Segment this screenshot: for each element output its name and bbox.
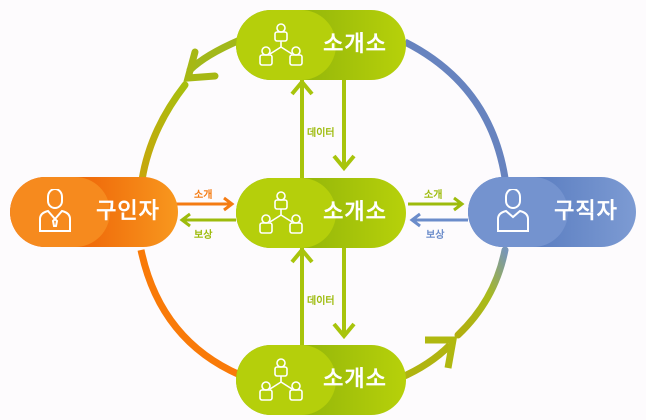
cycle-arc-left-upper: [138, 81, 189, 184]
cycle-arc-bottom-right: [398, 342, 453, 382]
node-label: 구인자: [96, 199, 160, 224]
cycle-arrowhead-bottom-right: [425, 336, 458, 369]
person-icon: [497, 189, 529, 232]
node-label: 소개소: [323, 200, 387, 225]
edge-label-introduce-right: 소개: [424, 190, 443, 201]
node-employer: 구인자: [10, 177, 178, 247]
cycle-arrowhead-top-left: [183, 48, 219, 82]
node-label: 구직자: [554, 199, 618, 224]
edge-label-data-top: 데이터: [307, 128, 335, 139]
edge-label-data-bottom: 데이터: [307, 296, 335, 307]
cycle-arc-right-lower: [454, 246, 509, 339]
network-people-icon: [259, 23, 303, 66]
node-broker-center: 소개소: [236, 178, 406, 248]
cycle-arc-bottom-left: [137, 249, 242, 379]
arrows-center-seeker: [408, 196, 468, 228]
network-people-icon: [259, 358, 303, 401]
edge-label-introduce-left: 소개: [194, 190, 213, 201]
node-label: 소개소: [323, 367, 387, 392]
node-broker-top: 소개소: [236, 10, 406, 80]
node-job-seeker: 구직자: [468, 177, 636, 247]
arrows-employer-center: [176, 196, 236, 228]
edge-label-reward-left: 보상: [194, 230, 213, 241]
person-tie-icon: [39, 189, 71, 232]
network-people-icon: [259, 191, 303, 234]
cycle-arc-top-right: [403, 38, 509, 179]
data-arrows-bottom: [290, 236, 356, 350]
node-broker-bottom: 소개소: [236, 345, 406, 415]
node-label: 소개소: [323, 32, 387, 57]
data-arrows-top: [290, 64, 356, 180]
edge-label-reward-right: 보상: [426, 230, 445, 241]
